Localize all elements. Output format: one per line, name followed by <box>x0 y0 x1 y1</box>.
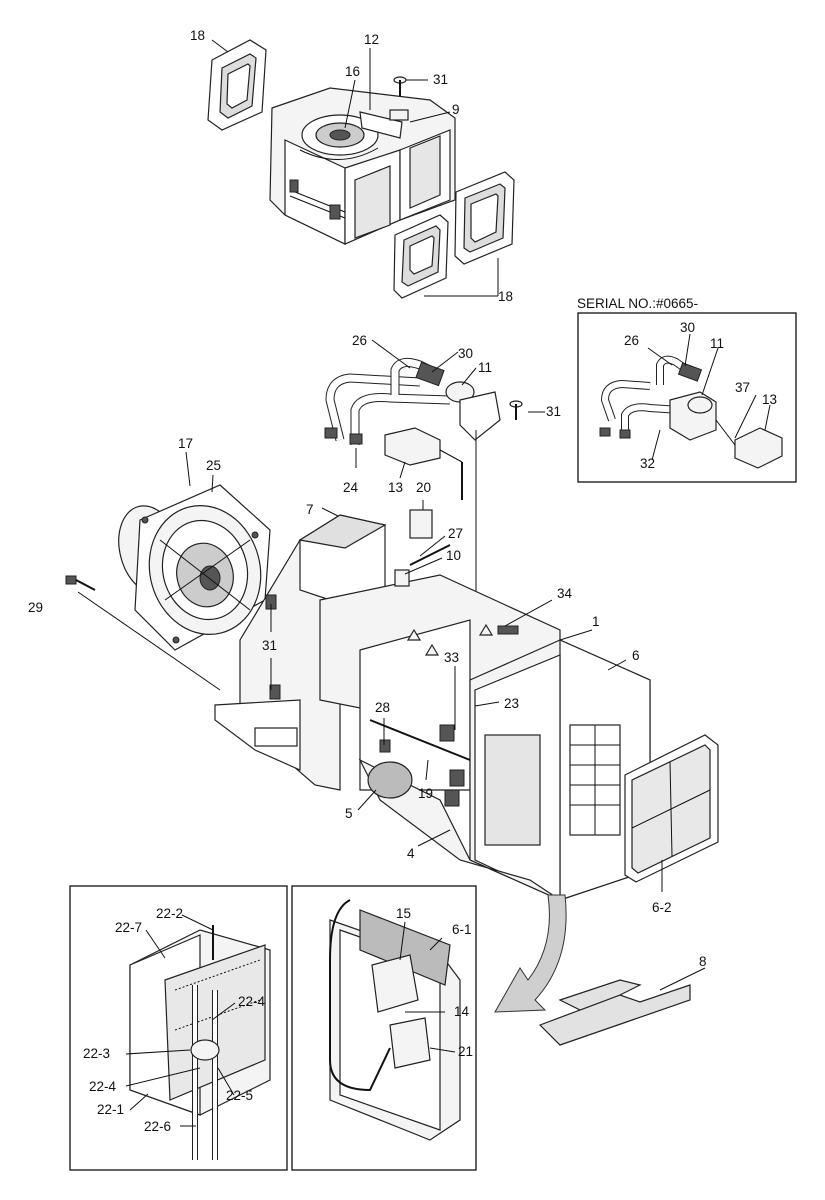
callout-29: 29 <box>28 600 43 615</box>
callout-16: 16 <box>345 64 360 79</box>
callout-5: 5 <box>345 806 353 821</box>
callout-22-5: 22-5 <box>226 1088 253 1103</box>
leaders-top <box>211 39 499 297</box>
callout-31-side: 31 <box>262 638 277 653</box>
leaders-middle <box>355 339 545 610</box>
inset-callout-26: 26 <box>624 333 639 348</box>
callout-20: 20 <box>416 480 431 495</box>
callout-15: 15 <box>396 906 411 921</box>
callout-21: 21 <box>458 1044 473 1059</box>
callout-22-2: 22-2 <box>156 906 183 921</box>
callout-30: 30 <box>458 346 473 361</box>
callout-28: 28 <box>375 700 390 715</box>
callout-17: 17 <box>178 436 193 451</box>
callout-10: 10 <box>446 548 461 563</box>
grille-pattern <box>569 724 621 836</box>
serial-inset <box>577 312 797 483</box>
callout-6: 6 <box>632 648 640 663</box>
serial-number-label: SERIAL NO.:#0665- <box>577 296 698 311</box>
callout-22-4-upper: 22-4 <box>238 994 266 1009</box>
blower-housing-9 <box>269 87 456 245</box>
filter-18-bottom-left <box>393 214 449 299</box>
filter-18-bottom-right <box>454 171 515 265</box>
main-unit-body <box>214 509 651 901</box>
callout-18-bottom: 18 <box>498 289 513 304</box>
callout-19: 19 <box>418 786 433 801</box>
callout-14: 14 <box>454 1004 470 1019</box>
callout-13: 13 <box>388 480 403 495</box>
callout-8: 8 <box>699 954 707 969</box>
callout-7: 7 <box>306 502 314 517</box>
bolt-29 <box>65 575 96 591</box>
cover-8 <box>538 967 706 1046</box>
callout-22-1: 22-1 <box>97 1102 124 1117</box>
callout-9: 9 <box>452 102 460 117</box>
callout-11: 11 <box>478 360 492 375</box>
callout-23: 23 <box>504 696 519 711</box>
callout-31-top: 31 <box>433 72 448 87</box>
callout-31-mid: 31 <box>546 404 561 419</box>
callout-12: 12 <box>364 32 379 47</box>
actuator-13 <box>384 427 463 500</box>
inset-callout-37: 37 <box>735 380 750 395</box>
inset-callout-11: 11 <box>710 336 724 351</box>
callout-22-6: 22-6 <box>144 1119 171 1134</box>
callout-6-2: 6-2 <box>652 900 672 915</box>
callout-18-top: 18 <box>190 28 205 43</box>
blower-motor-17 <box>118 484 271 651</box>
callout-26: 26 <box>352 333 367 348</box>
blower-housing-assembly <box>207 39 515 299</box>
callout-22-3: 22-3 <box>83 1046 110 1061</box>
callout-34: 34 <box>557 586 573 601</box>
heater-core-inset <box>69 885 288 1171</box>
filter-6-2 <box>624 734 719 883</box>
callout-24: 24 <box>343 480 359 495</box>
callout-27: 27 <box>448 526 463 541</box>
filter-18-top <box>207 39 267 131</box>
callout-25: 25 <box>206 458 221 473</box>
leaders-main <box>77 451 663 892</box>
callout-6-1: 6-1 <box>452 922 472 937</box>
callout-1: 1 <box>592 614 600 629</box>
callout-4: 4 <box>407 846 415 861</box>
inset-callout-32: 32 <box>640 456 655 471</box>
screw-31-top <box>393 76 407 96</box>
callout-33: 33 <box>444 650 459 665</box>
actuator-inset <box>291 885 477 1171</box>
callout-22-4-lower: 22-4 <box>89 1079 117 1094</box>
callout-22-7: 22-7 <box>115 920 142 935</box>
screw-31-mid <box>509 400 523 420</box>
inset-callout-13: 13 <box>762 392 777 407</box>
install-arrow <box>494 894 567 1013</box>
inset-callout-30: 30 <box>680 320 695 335</box>
